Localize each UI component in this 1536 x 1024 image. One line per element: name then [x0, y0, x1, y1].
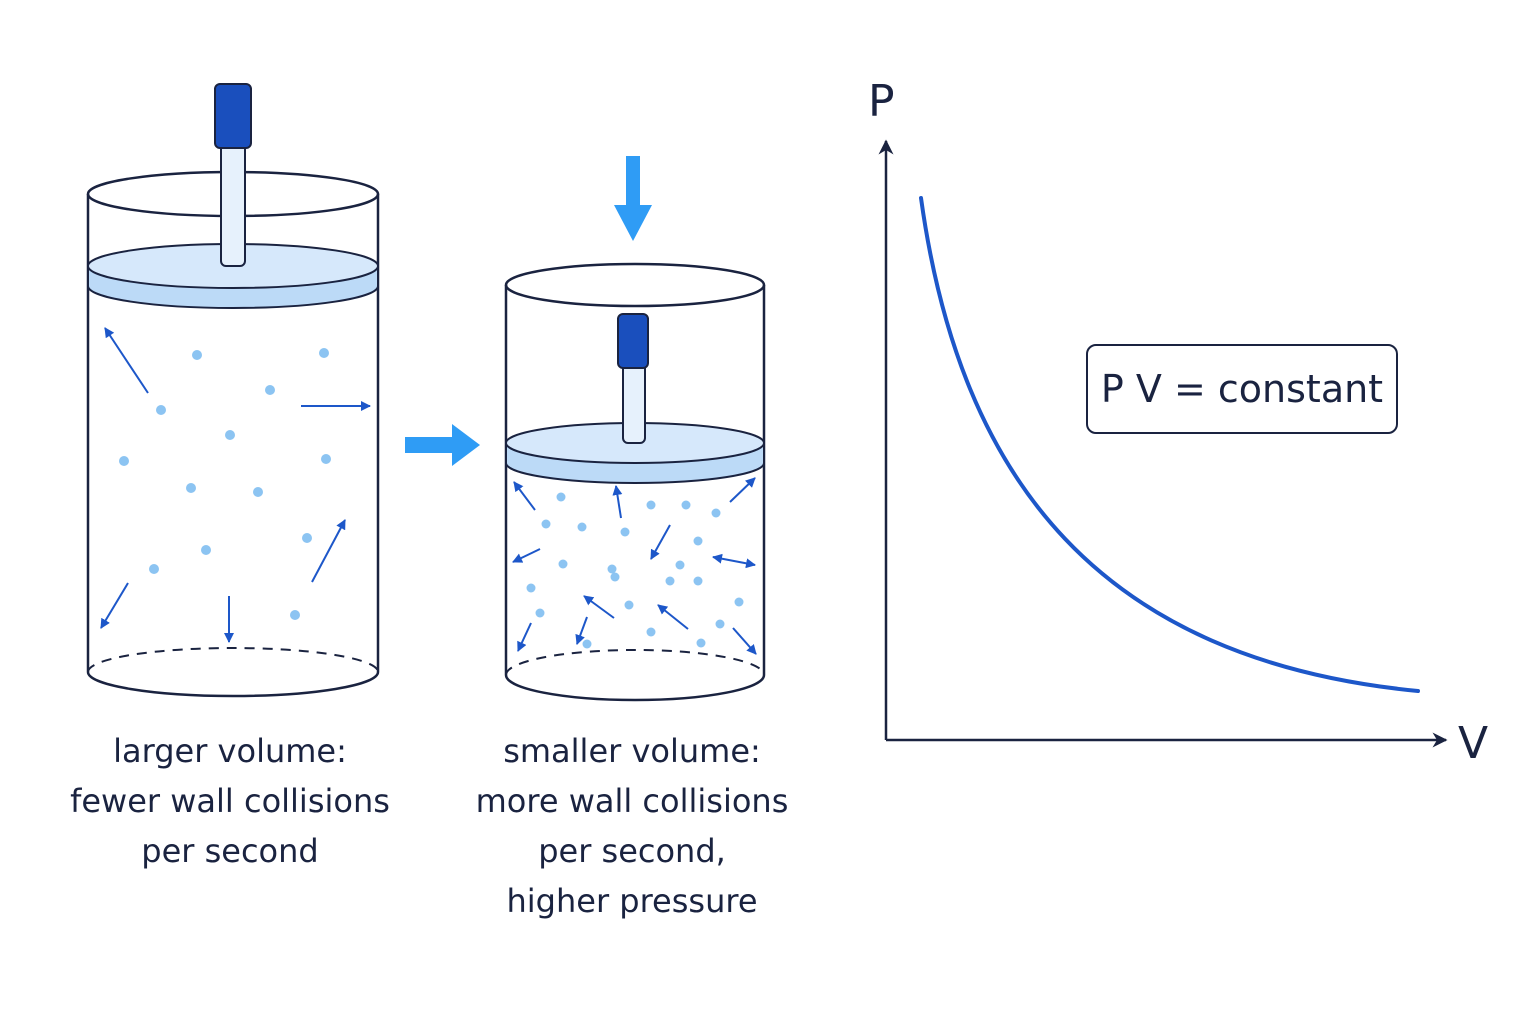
- particle: [225, 430, 235, 440]
- particle: [149, 564, 159, 574]
- right-piston-handle: [617, 313, 649, 369]
- left-velocity-arrows: [100, 327, 371, 643]
- right-particles: [526, 492, 744, 649]
- particle: [302, 533, 312, 543]
- particle: [693, 536, 703, 546]
- particle: [577, 522, 587, 532]
- left-cylinder-bottom-front: [86, 671, 380, 698]
- particle: [290, 610, 300, 620]
- particle: [156, 405, 166, 415]
- velocity-arrow: [712, 553, 756, 569]
- particle: [675, 560, 685, 570]
- particle: [665, 576, 675, 586]
- right-cylinder-top-rim: [504, 262, 766, 308]
- particle: [715, 619, 725, 629]
- right-cylinder-bottom-back: [505, 649, 765, 676]
- particle: [265, 385, 275, 395]
- right-piston: [505, 422, 765, 484]
- right-caption-line: smaller volume:: [503, 732, 761, 770]
- right-caption-line: per second,: [538, 832, 726, 870]
- particle: [646, 500, 656, 510]
- right-caption: smaller volume: more wall collisions per…: [432, 726, 832, 926]
- particle: [693, 576, 703, 586]
- particle: [319, 348, 329, 358]
- left-caption-line: larger volume:: [113, 732, 347, 770]
- velocity-arrow: [311, 519, 346, 583]
- velocity-arrow: [517, 622, 532, 652]
- right-cylinder-bottom-front: [504, 674, 766, 702]
- particle: [253, 487, 263, 497]
- particle: [734, 597, 744, 607]
- formula-box: P V = constant: [1086, 344, 1398, 434]
- left-particles: [119, 348, 331, 620]
- left-caption-line: per second: [141, 832, 319, 870]
- compression-arrow: [614, 156, 652, 241]
- velocity-arrow: [575, 616, 588, 645]
- particle: [620, 527, 630, 537]
- particle: [201, 545, 211, 555]
- isotherm-curve: [919, 196, 1420, 693]
- particle: [607, 564, 617, 574]
- particle: [711, 508, 721, 518]
- particle: [321, 454, 331, 464]
- pressure-axis-label: P: [868, 76, 895, 127]
- left-cylinder-bottom-back: [87, 647, 379, 673]
- particle: [535, 608, 545, 618]
- velocity-arrow: [732, 627, 757, 655]
- left-caption: larger volume: fewer wall collisions per…: [30, 726, 430, 876]
- particle: [681, 500, 691, 510]
- velocity-arrow: [612, 485, 623, 519]
- particle: [556, 492, 566, 502]
- left-cylinder: [86, 83, 380, 698]
- particle: [541, 519, 551, 529]
- right-cylinder: [504, 262, 766, 702]
- velocity-arrow: [583, 595, 615, 619]
- particle: [119, 456, 129, 466]
- velocity-arrow: [513, 481, 536, 511]
- particle: [624, 600, 634, 610]
- particle: [610, 572, 620, 582]
- left-piston-handle: [214, 83, 252, 149]
- velocity-arrow: [650, 524, 671, 560]
- transition-arrow: [405, 424, 480, 466]
- velocity-arrow: [100, 582, 129, 629]
- velocity-arrow: [512, 548, 541, 563]
- velocity-arrow: [729, 477, 756, 503]
- particle: [186, 483, 196, 493]
- left-piston-rod: [220, 141, 246, 267]
- particle: [646, 627, 656, 637]
- left-caption-line: fewer wall collisions: [70, 782, 390, 820]
- particle: [696, 638, 706, 648]
- velocity-arrow: [104, 327, 149, 394]
- right-caption-line: higher pressure: [506, 882, 758, 920]
- volume-axis-label: V: [1458, 718, 1489, 769]
- right-caption-line: more wall collisions: [475, 782, 789, 820]
- particle: [526, 583, 536, 593]
- pv-graph: [878, 139, 1448, 748]
- right-piston-rod: [622, 361, 646, 444]
- particle: [582, 639, 592, 649]
- right-velocity-arrows: [512, 477, 757, 655]
- velocity-arrow: [657, 604, 689, 630]
- particle: [558, 559, 568, 569]
- particle: [192, 350, 202, 360]
